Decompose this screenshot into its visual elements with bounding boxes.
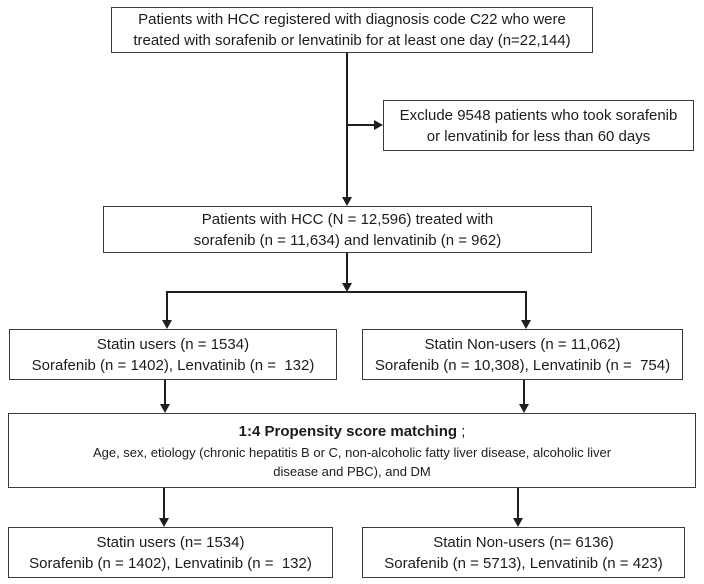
box-text-line: Sorafenib (n = 10,308), Lenvatinib (n = … [374,356,671,374]
arrowhead-right-icon [374,120,383,130]
psm-title-suffix: ; [457,422,466,440]
connector-treated-to-split [346,253,348,284]
arrowhead-down-icon [521,320,531,329]
box-text-line: Statin users (n = 1534) [96,335,250,353]
arrowhead-down-icon [342,283,352,292]
box-text-line: Patients with HCC registered with diagno… [138,11,566,28]
arrowhead-down-icon [162,320,172,329]
box-text-line: or lenvatinib for less than 60 days [426,127,651,145]
box-propensity-matching: 1:4 Propensity score matching ; Age, sex… [8,413,696,488]
connector-nonusers-to-psm [523,380,525,405]
box-text-line: Patients with HCC (N = 12,596) treated w… [201,210,494,228]
box-treated-cohort: Patients with HCC (N = 12,596) treated w… [103,206,592,253]
connector-to-exclude [347,124,375,126]
connector-psm-to-matched-nonusers [517,488,519,519]
box-exclusion: Exclude 9548 patients who took sorafenib… [383,100,694,151]
box-text-line: Exclude 9548 patients who took sorafenib [399,106,678,124]
box-matched-statin-users: Statin users (n= 1534) Sorafenib (n = 14… [8,527,333,578]
connector-split-horizontal [166,291,527,293]
connector-psm-to-matched-users [163,488,165,519]
box-text-line: treated with sorafenib or lenvatinib for… [133,32,571,49]
box-text-line: Sorafenib (n = 1402), Lenvatinib (n = 13… [29,554,312,572]
connector-split-to-statin-nonusers [525,292,527,321]
arrowhead-down-icon [160,404,170,413]
box-text-line: Sorafenib (n = 5713), Lenvatinib (n = 42… [384,554,663,572]
box-initial-cohort: Patients with HCC registered with diagno… [111,7,593,53]
box-statin-nonusers: Statin Non-users (n = 11,062) Sorafenib … [362,329,683,380]
connector-split-to-statin-users [166,292,168,321]
arrowhead-down-icon [342,197,352,206]
box-text-line: Statin Non-users (n= 6136) [433,533,614,551]
box-matched-statin-nonusers: Statin Non-users (n= 6136) Sorafenib (n … [362,527,685,578]
arrowhead-down-icon [159,518,169,527]
connector-users-to-psm [164,380,166,405]
box-text-line: Statin users (n= 1534) [96,533,245,551]
psm-title-line: 1:4 Propensity score matching ; [239,421,466,443]
psm-body-line: Age, sex, etiology (chronic hepatitis B … [92,444,612,460]
box-text-line: Sorafenib (n = 1402), Lenvatinib (n = 13… [31,356,315,374]
box-text-line: sorafenib (n = 11,634) and lenvatinib (n… [193,231,502,249]
arrowhead-down-icon [519,404,529,413]
psm-title-bold: 1:4 Propensity score matching [238,422,458,440]
arrowhead-down-icon [513,518,523,527]
box-statin-users: Statin users (n = 1534) Sorafenib (n = 1… [9,329,337,380]
psm-body-line: disease and PBC), and DM [273,463,431,479]
box-text-line: Statin Non-users (n = 11,062) [424,335,621,353]
